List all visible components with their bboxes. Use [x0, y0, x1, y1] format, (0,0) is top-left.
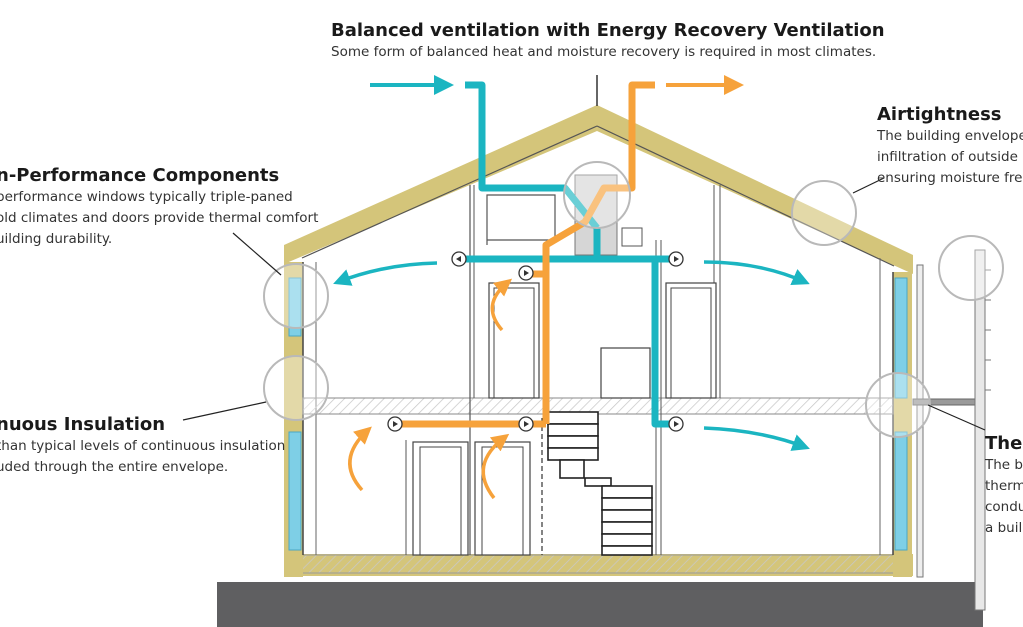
lower-door-right — [474, 441, 531, 556]
upper-cabinet — [600, 347, 651, 399]
page-subtitle: Some form of balanced heat and moisture … — [331, 44, 877, 60]
page-title: Balanced ventilation with Energy Recover… — [331, 20, 885, 41]
supply-duct — [455, 81, 680, 428]
exterior-fin-wall — [974, 249, 986, 611]
exterior-cladding — [916, 264, 924, 578]
exhaust-flow-lower-left — [348, 426, 372, 492]
airtightness-callout: Airtightness The building envelope infil… — [877, 104, 1023, 189]
roof-insulation — [284, 105, 913, 274]
airtightness-callout-circle — [791, 180, 857, 246]
upper-door-right — [665, 282, 717, 399]
right-window — [894, 277, 908, 399]
right-window-lower — [894, 431, 908, 551]
erv-callout-circle — [563, 161, 631, 229]
left-window-lower — [288, 431, 302, 551]
supply-flow-upper-left — [333, 261, 438, 286]
lower-door-left — [412, 441, 469, 556]
airtightness-title: Airtightness — [877, 104, 1002, 125]
left-window — [288, 277, 302, 337]
supply-flow-upper-right — [703, 260, 810, 286]
thermal-leader — [927, 404, 986, 431]
components-callout: n-Performance Components performance win… — [0, 165, 318, 250]
upper-door-left — [488, 282, 540, 399]
thermal-text: The bu therm condu a build — [985, 457, 1023, 536]
insulation-callout-circle — [263, 355, 329, 421]
insulation-callout: nuous Insulation than typical levels of … — [0, 414, 285, 478]
ground-strip — [217, 582, 983, 627]
ground-floor-slab — [301, 554, 895, 574]
supply-flow-lower-right — [703, 426, 810, 451]
components-leader — [232, 232, 282, 276]
callout-circles — [263, 161, 1004, 438]
insulation-title: nuous Insulation — [0, 414, 166, 435]
erv-control — [621, 227, 643, 247]
thermal-callout: Ther The bu therm condu a build — [985, 433, 1023, 539]
insulation-text: than typical levels of continuous insula… — [0, 438, 286, 475]
exhaust-flow-lower-mid — [481, 433, 510, 500]
components-callout-circle — [263, 263, 329, 329]
components-title: n-Performance Components — [0, 165, 280, 186]
components-text: performance windows typically triple-pan… — [0, 189, 319, 247]
insulation-leader — [182, 401, 267, 421]
airtightness-text: The building envelope infiltration of ou… — [877, 128, 1023, 186]
thermal-callout-circle — [865, 372, 931, 438]
far-right-callout-circle — [938, 235, 1004, 301]
thermal-title: Ther — [985, 433, 1023, 454]
staircase — [547, 411, 653, 556]
exhaust-flow-upper — [490, 278, 513, 332]
airtightness-leader — [852, 177, 885, 194]
